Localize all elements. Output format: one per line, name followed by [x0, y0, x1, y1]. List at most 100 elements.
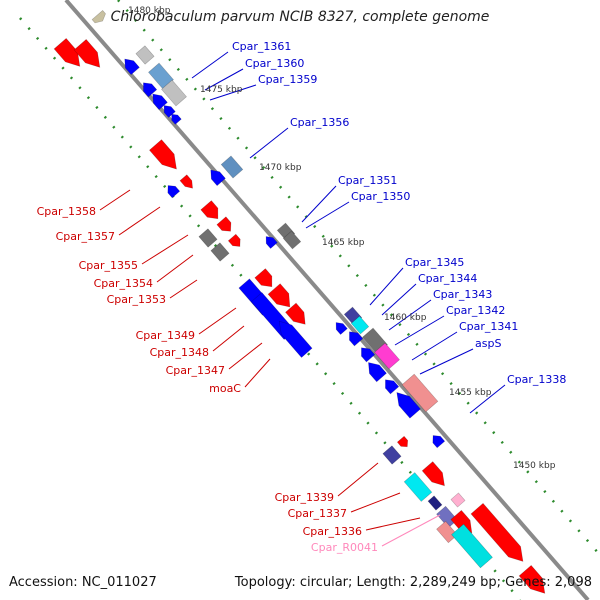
label-leader-line — [411, 331, 458, 361]
gene-label-forward[interactable]: Cpar_1336 — [303, 525, 362, 538]
map-title: Chlorobaculum parvum NCIB 8327, complete… — [110, 9, 490, 25]
kbp-marker: 1450 kbp — [513, 461, 556, 471]
label-leader-line — [394, 315, 445, 346]
gene-arrow-other[interactable] — [198, 228, 218, 248]
label-leader-line — [244, 358, 271, 388]
label-leader-line — [228, 342, 263, 370]
label-leader-line — [301, 185, 337, 223]
label-leader-line — [118, 206, 161, 236]
kbp-marker: 1470 kbp — [259, 163, 302, 173]
gene-label-reverse[interactable]: aspS — [475, 337, 501, 350]
gene-label-forward[interactable]: moaC — [209, 382, 241, 395]
gene-arrow-reverse[interactable] — [392, 388, 421, 419]
label-leader-line — [156, 254, 194, 283]
label-leader-line — [141, 234, 189, 265]
gene-arrow-reverse[interactable] — [161, 103, 176, 118]
gene-arrow-other[interactable] — [282, 230, 302, 250]
gene-arrow-reverse[interactable] — [169, 112, 182, 125]
label-leader-line — [204, 68, 244, 91]
gene-arrow-forward[interactable] — [421, 461, 450, 491]
gene-arrow-other[interactable] — [382, 445, 402, 465]
label-leader-line — [469, 384, 506, 414]
gene-label-forward[interactable]: Cpar_1358 — [37, 205, 96, 218]
gene-arrow-reverse[interactable] — [364, 358, 387, 383]
gene-label-forward[interactable]: Cpar_1354 — [94, 277, 153, 290]
gene-label-forward[interactable]: Cpar_1349 — [136, 329, 195, 342]
gene-arrow-reverse[interactable] — [139, 79, 158, 98]
gene-arrow-forward[interactable] — [254, 268, 277, 292]
label-leader-line — [249, 127, 289, 159]
gene-arrow-reverse[interactable] — [381, 376, 400, 395]
gene-arrow-other[interactable] — [210, 242, 230, 262]
gene-arrow-forward[interactable] — [91, 9, 108, 25]
gene-label-reverse[interactable]: Cpar_1361 — [232, 40, 291, 53]
label-leader-line — [419, 348, 474, 375]
gene-label-reverse[interactable]: Cpar_1342 — [446, 304, 505, 317]
gene-arrow-forward[interactable] — [216, 216, 235, 235]
gene-label-reverse[interactable]: Cpar_1356 — [290, 116, 349, 129]
gene-arrow-reverse[interactable] — [149, 90, 168, 111]
gene-label-reverse[interactable]: Cpar_1344 — [418, 272, 477, 285]
gene-label-forward[interactable]: Cpar_1348 — [150, 346, 209, 359]
gene-arrow-other[interactable] — [451, 523, 493, 569]
gene-arrow-reverse[interactable] — [274, 317, 313, 358]
label-leader-line — [198, 307, 237, 335]
gene-label-forward[interactable]: Cpar_1357 — [56, 230, 115, 243]
gene-arrow-reverse[interactable] — [345, 328, 364, 347]
gene-label-reverse[interactable]: Cpar_1360 — [245, 57, 304, 70]
gene-arrow-other[interactable] — [436, 520, 458, 544]
label-leader-line — [381, 283, 417, 316]
gene-label-reverse[interactable]: Cpar_1343 — [433, 288, 492, 301]
gene-arrow-reverse[interactable] — [357, 344, 376, 363]
label-leader-line — [212, 325, 245, 352]
gene-label-rna[interactable]: Cpar_R0041 — [311, 541, 378, 554]
kbp-marker: 1460 kbp — [384, 313, 427, 323]
gene-label-reverse[interactable]: Cpar_1341 — [459, 320, 518, 333]
gene-arrow-other[interactable] — [403, 472, 433, 502]
gene-arrow-reverse[interactable] — [333, 320, 348, 335]
gene-arrow-forward[interactable] — [518, 565, 551, 598]
gene-arrow-forward[interactable] — [396, 435, 410, 449]
gene-arrow-other[interactable] — [161, 79, 187, 107]
gene-arrow-reverse[interactable] — [121, 55, 140, 76]
gene-label-forward[interactable]: Cpar_1339 — [275, 491, 334, 504]
label-leader-line — [381, 514, 441, 547]
gene-arrow-forward[interactable] — [179, 174, 196, 191]
gene-arrow-forward[interactable] — [285, 302, 310, 329]
accession-text: Accession: NC_011027 — [9, 575, 157, 590]
label-leader-line — [191, 51, 229, 79]
gene-arrow-other[interactable] — [427, 495, 443, 511]
gene-arrow-reverse[interactable] — [429, 432, 446, 449]
gene-label-reverse[interactable]: Cpar_1351 — [338, 174, 397, 187]
gene-arrow-other[interactable] — [135, 45, 155, 65]
gene-arrow-forward[interactable] — [149, 139, 182, 175]
gene-arrow-forward[interactable] — [470, 502, 529, 566]
gene-arrow-other[interactable] — [450, 492, 466, 508]
gene-arrow-other[interactable] — [374, 342, 400, 370]
gene-arrow-other[interactable] — [220, 155, 244, 179]
label-leader-line — [305, 201, 350, 229]
gene-label-forward[interactable]: Cpar_1347 — [166, 364, 225, 377]
gene-arrow-other[interactable] — [401, 373, 439, 413]
gene-label-reverse[interactable]: Cpar_1345 — [405, 256, 464, 269]
gene-arrow-forward[interactable] — [267, 283, 296, 313]
gene-arrow-reverse[interactable] — [164, 182, 181, 199]
kbp-marker: 1480 kbp — [128, 6, 171, 16]
gene-label-reverse[interactable]: Cpar_1350 — [351, 190, 410, 203]
gene-arrow-other[interactable] — [350, 315, 370, 335]
gene-label-forward[interactable]: Cpar_1337 — [288, 507, 347, 520]
gene-arrow-forward[interactable] — [200, 200, 223, 224]
gene-arrow-reverse[interactable] — [263, 234, 278, 249]
ruler-line-outer — [117, 0, 600, 556]
kbp-marker: 1465 kbp — [322, 238, 365, 248]
gene-arrow-reverse[interactable] — [207, 166, 226, 187]
gene-arrow-forward[interactable] — [73, 39, 106, 72]
gene-label-reverse[interactable]: Cpar_1359 — [258, 73, 317, 86]
gene-label-reverse[interactable]: Cpar_1338 — [507, 373, 566, 386]
gene-arrow-forward[interactable] — [227, 233, 243, 250]
label-leader-line — [337, 462, 379, 497]
gene-label-forward[interactable]: Cpar_1355 — [79, 259, 138, 272]
label-leader-line — [169, 279, 198, 299]
gene-label-forward[interactable]: Cpar_1353 — [107, 293, 166, 306]
